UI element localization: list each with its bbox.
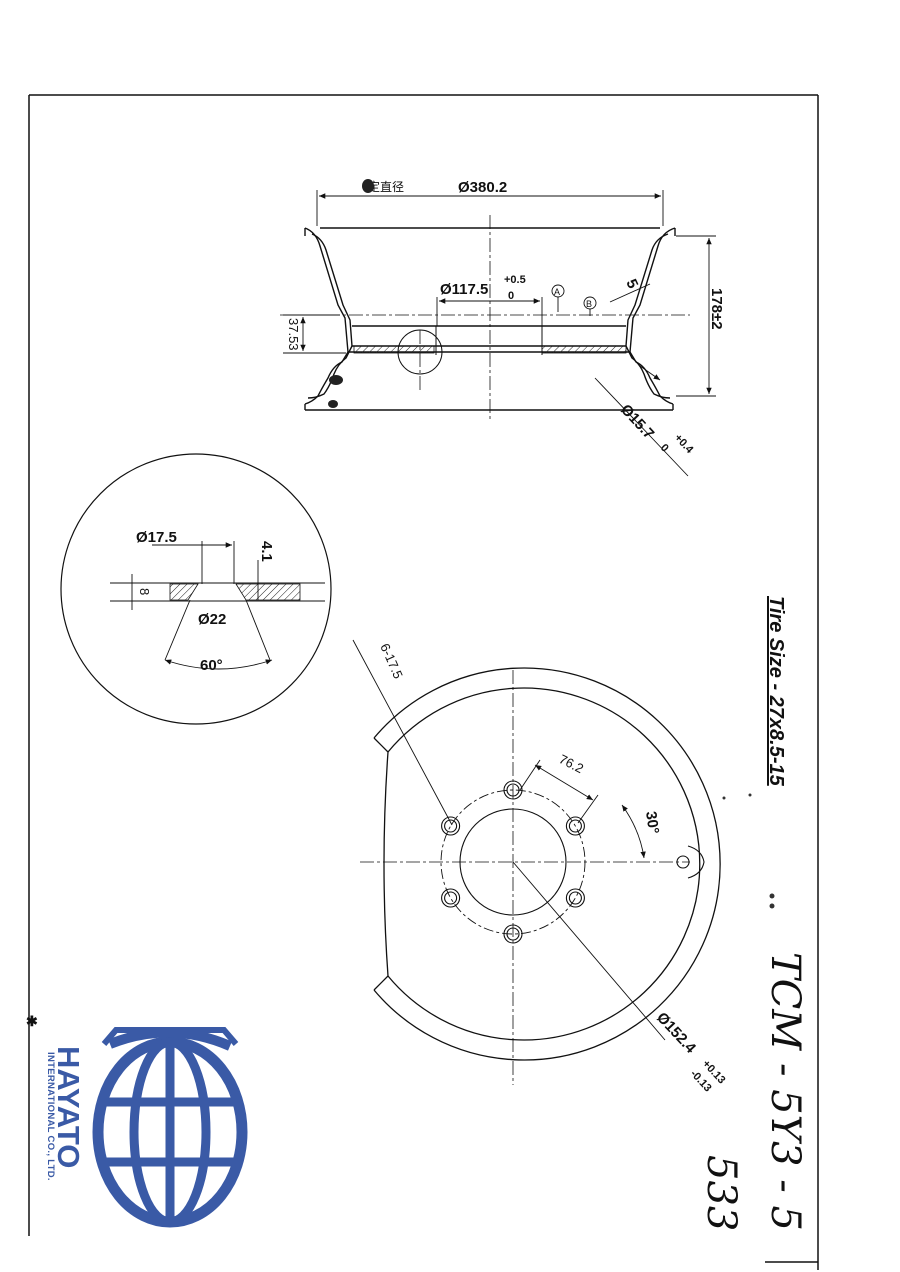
bolt-hole-inner [568, 891, 582, 905]
valve-hole-tol-lower: 0 [658, 442, 671, 455]
rim-face-view: 6-17.5 76.2 30° Ø152.4 +0.13 -0.13 [352, 639, 728, 1094]
pcd-label: Ø152.4 [653, 1009, 699, 1057]
logo-name: HAYATO [51, 1046, 86, 1168]
handwritten-number: 533 [698, 1155, 744, 1231]
handwritten-code: TCM - 5Y3 - 5 [762, 952, 808, 1231]
valve-hole-tol-upper: +0.4 [672, 432, 696, 457]
overall-diameter-label: Ø380.2 [458, 179, 507, 196]
detail-counterbore-diameter: Ø22 [198, 611, 226, 628]
detail-thickness: 8 [137, 588, 152, 595]
detail-angle: 60° [200, 657, 223, 674]
bolt-hole-inner [444, 891, 458, 905]
margin-mark: ✱ [26, 1013, 38, 1029]
offset-label: 37.53 [286, 318, 301, 351]
tire-size-title: Tire Size - 27x8.5-15 [765, 596, 787, 787]
bolt-holes-label: 6-17.5 [377, 641, 406, 681]
center-bore-label: Ø117.5 [440, 281, 488, 298]
valve-hole-label: Ø15.7 [617, 401, 657, 442]
face-angle-label: 30° [642, 810, 662, 835]
bolt-hole [565, 816, 585, 836]
bolt-hole-inner [568, 819, 582, 833]
bolt-hole-detail-view: Ø17.5 Ø22 60° 4.1 8 [60, 453, 332, 725]
datum-a: A [554, 287, 560, 297]
bolt-hole [441, 888, 461, 908]
bolt-hole [565, 888, 585, 908]
company-logo: INTERNATIONAL CO., LTD. HAYATO [45, 1027, 248, 1228]
detail-hole-diameter: Ø17.5 [136, 529, 177, 546]
globe-icon [92, 1027, 248, 1228]
width-label: 178±2 [708, 288, 725, 330]
drawing-frame [28, 94, 819, 1270]
rim-section-view: 定直径 Ø380.2 Ø117.5 +0.5 0 A B 178±2 [280, 179, 725, 477]
center-bore-tol-lower: 0 [508, 290, 514, 302]
datum-b: B [586, 299, 592, 309]
logo-subtitle: INTERNATIONAL CO., LTD. [45, 1052, 56, 1181]
hole-spacing-label: 76.2 [557, 751, 586, 776]
center-bore-tol-upper: +0.5 [504, 274, 526, 286]
detail-depth: 4.1 [258, 541, 275, 562]
bolt-hole-inner [444, 819, 458, 833]
cjk-note: 定直径 [368, 179, 404, 194]
bolt-hole [441, 816, 461, 836]
